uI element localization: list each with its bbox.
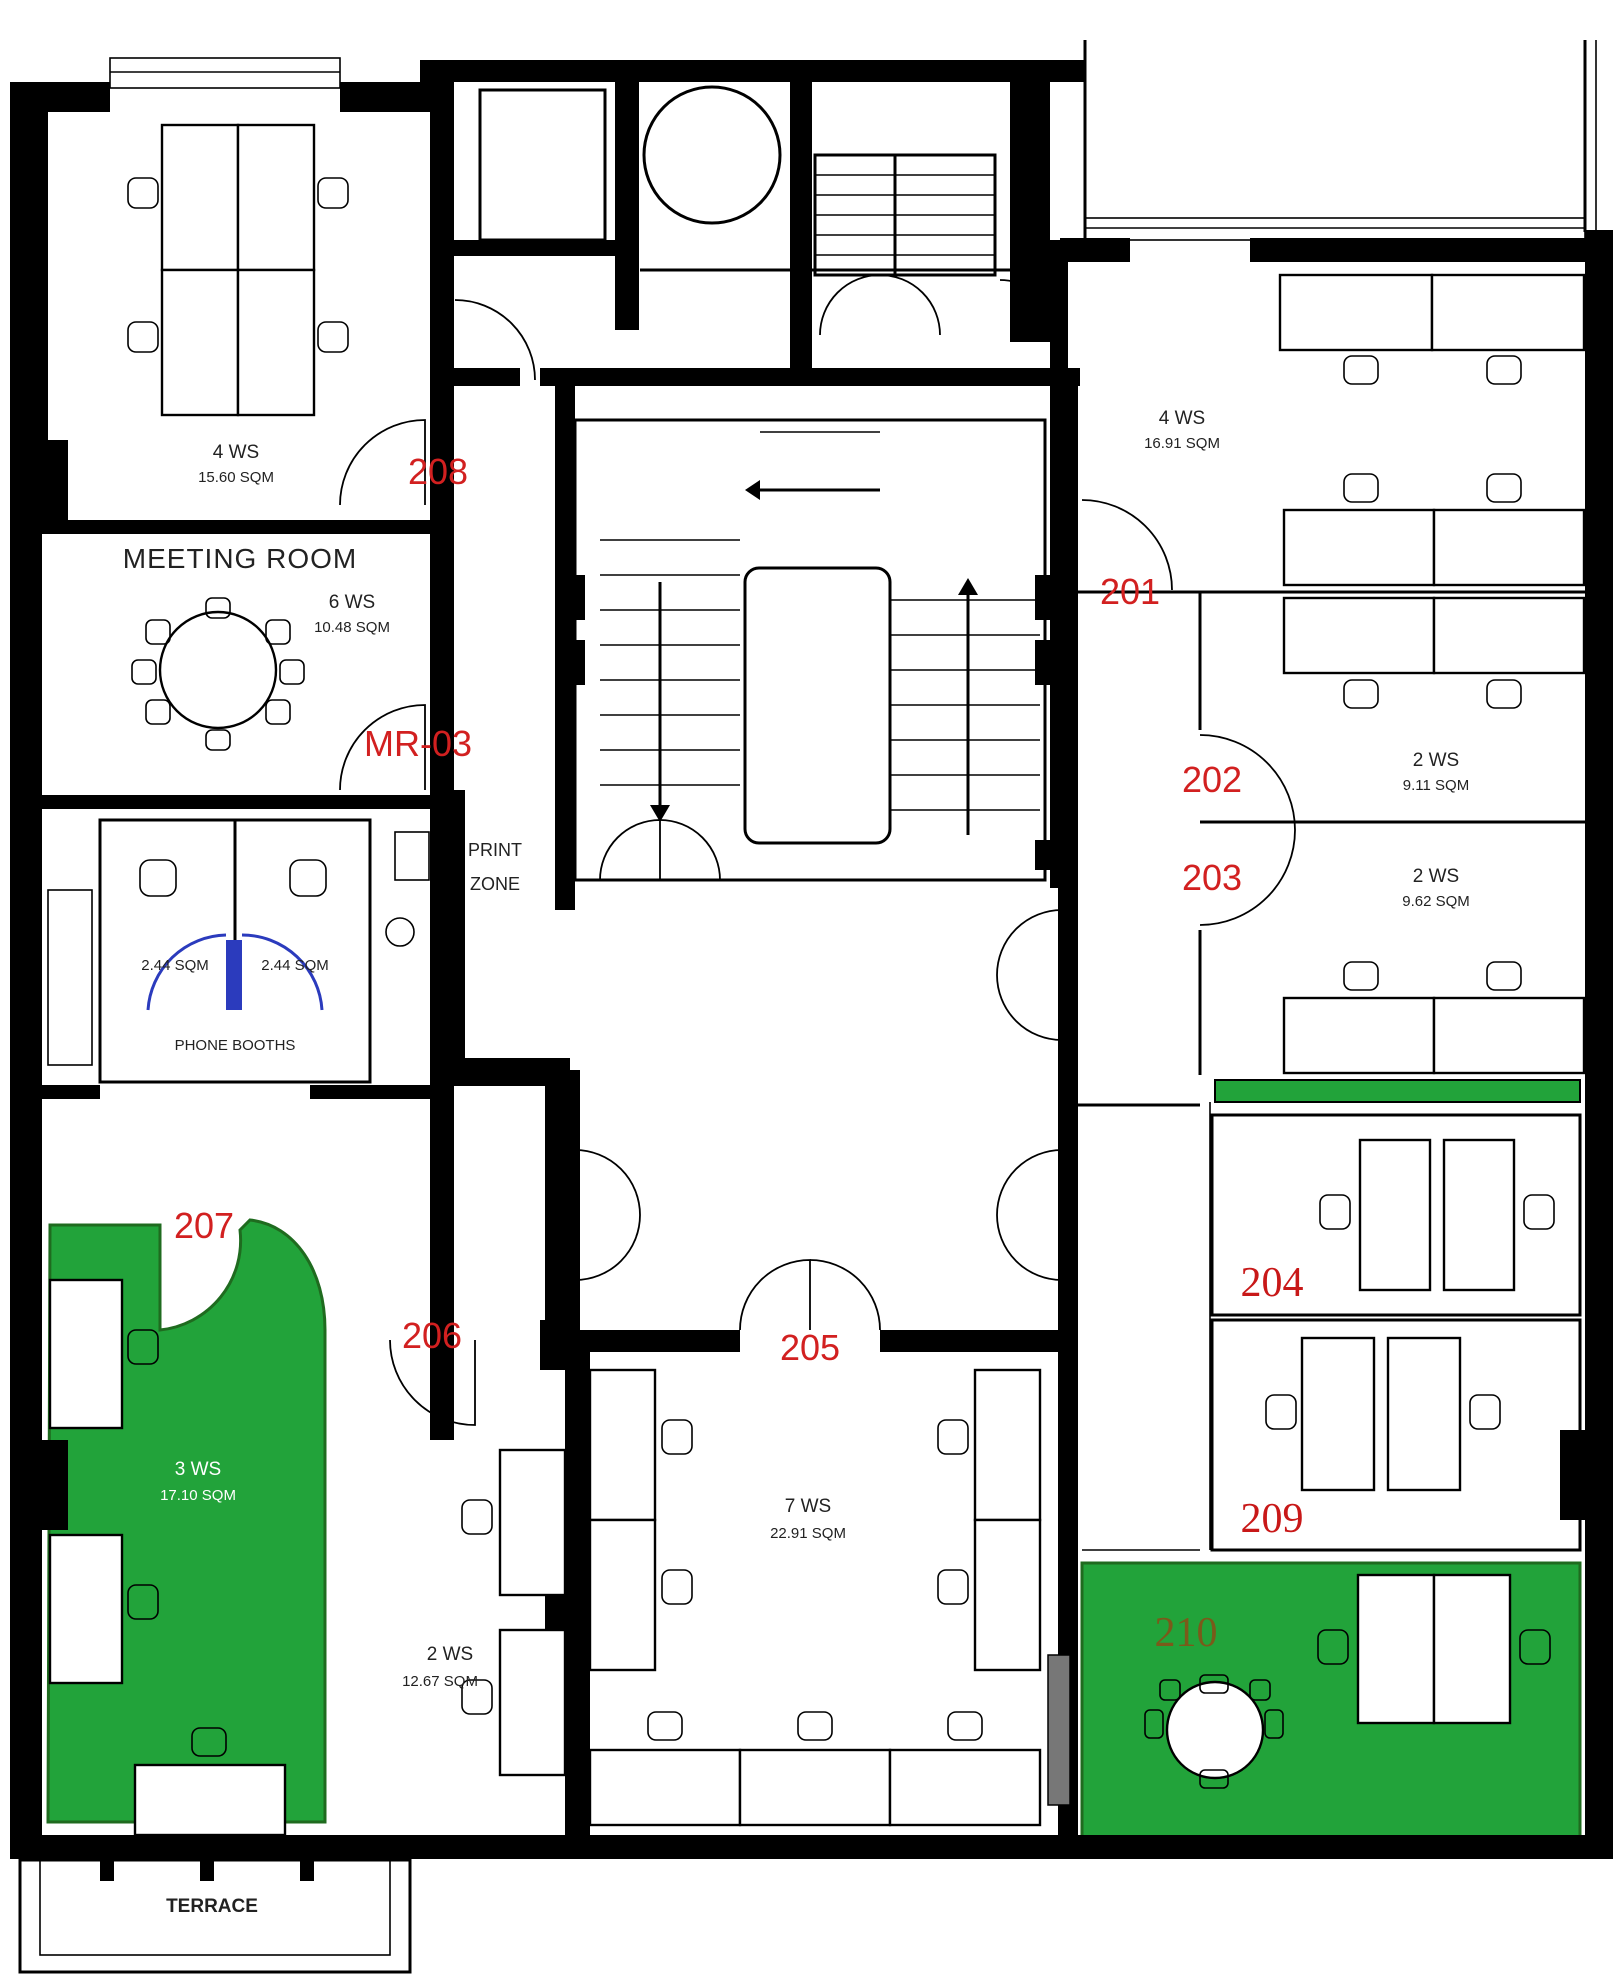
room-204-desks	[1319, 1138, 1555, 1292]
phone-booths	[47, 818, 372, 1084]
room-201-number[interactable]: 201	[1100, 571, 1160, 612]
room-207-sqm: 17.10 SQM	[160, 1487, 236, 1504]
room-203-ws: 2 WS	[1413, 866, 1459, 887]
meeting-room-number[interactable]: MR-03	[364, 723, 472, 764]
room-208-ws: 4 WS	[213, 442, 259, 463]
top-core-rooms	[478, 85, 1010, 368]
room-207-desks	[48, 1278, 287, 1837]
room-201-desks	[1278, 273, 1586, 587]
hatched-partitions	[1047, 1549, 1200, 1806]
room-208-number[interactable]: 208	[408, 451, 468, 492]
room-202-number[interactable]: 202	[1182, 759, 1242, 800]
stair-core	[555, 418, 1065, 882]
room-201-sqm: 16.91 SQM	[1144, 435, 1220, 452]
print-zone-items	[385, 831, 540, 1085]
room-209-number[interactable]: 209	[1241, 1496, 1304, 1542]
room-207-ws: 3 WS	[175, 1459, 221, 1480]
room-203-desks	[1282, 961, 1586, 1075]
room-208-sqm: 15.60 SQM	[198, 469, 274, 486]
room-204-number[interactable]: 204	[1241, 1260, 1304, 1306]
terrace	[18, 1858, 412, 1974]
right-partitions	[1078, 590, 1586, 1552]
top-windows	[109, 40, 1597, 241]
meeting-room-sqm: 10.48 SQM	[314, 619, 390, 636]
room-205-ws: 7 WS	[785, 1496, 831, 1517]
room-209-desks	[1265, 1336, 1501, 1492]
room-210-number[interactable]: 210	[1155, 1610, 1218, 1656]
room-210-furniture	[1144, 1573, 1551, 1789]
room-206-sqm: 12.67 SQM	[402, 1673, 478, 1690]
room-206-number[interactable]: 206	[402, 1315, 462, 1356]
phone-booths-title: PHONE BOOTHS	[175, 1037, 296, 1054]
room-205-desks	[588, 1368, 1042, 1827]
room-207-number[interactable]: 207	[174, 1205, 234, 1246]
door-swings	[339, 274, 1296, 1426]
core-walls	[430, 60, 1080, 1840]
room-203-sqm: 9.62 SQM	[1402, 893, 1470, 910]
room-202-ws: 2 WS	[1413, 750, 1459, 771]
room-205-number[interactable]: 205	[780, 1327, 840, 1368]
phone-booth-left-sqm: 2.44 SQM	[141, 957, 209, 974]
room-202-desks	[1282, 596, 1586, 709]
phone-booth-right-sqm: 2.44 SQM	[261, 957, 329, 974]
meeting-room-title: MEETING ROOM	[123, 543, 357, 574]
terrace-label: TERRACE	[166, 1896, 258, 1917]
meeting-room-furniture	[131, 597, 305, 751]
room-202-sqm: 9.11 SQM	[1403, 777, 1469, 794]
meeting-room-ws: 6 WS	[329, 592, 375, 613]
room-208-furniture	[127, 123, 349, 417]
green-strip	[1214, 1079, 1581, 1103]
room-203-number[interactable]: 203	[1182, 857, 1242, 898]
room-205-sqm: 22.91 SQM	[770, 1525, 846, 1542]
outer-walls	[10, 60, 1613, 1859]
print-zone-line2: ZONE	[470, 874, 520, 894]
print-zone-line1: PRINT	[468, 840, 522, 860]
room-201-ws: 4 WS	[1159, 408, 1205, 429]
room-206-desks	[461, 1448, 567, 1777]
room-206-ws: 2 WS	[427, 1644, 473, 1665]
